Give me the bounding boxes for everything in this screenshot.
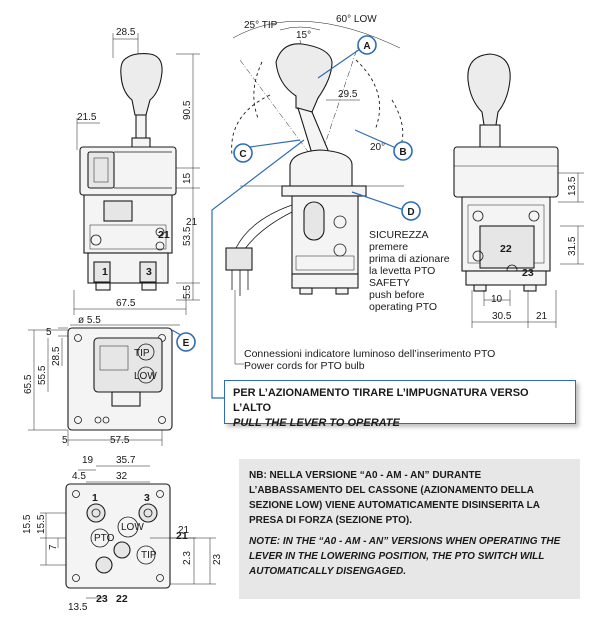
cords-en: Power cords for PTO bulb [244,360,365,372]
callout-c-text: C [239,149,246,160]
dim-29-5: 29.5 [338,89,358,100]
port-tip-label: TIP [141,550,157,561]
dim-67-5: 67.5 [116,298,136,309]
side-view: 25° TIP 15° 60° LOW 29.5 20° [211,14,495,399]
pull-note-en: PULL THE LEVER TO OPERATE [233,417,400,429]
dim-28-5-plate: 28.5 [51,346,62,366]
dim-65-5: 65.5 [23,374,34,394]
dim-35-7: 35.7 [116,455,136,466]
port-3-label: 3 [146,266,152,278]
port-21-bottom-label: 21 [176,530,188,542]
nb-note: NB: NELLA VERSIONE “A0 - AM - AN” DURANT… [239,459,580,599]
dim-32: 32 [116,471,128,482]
bottom-view: LOW PTO TIP 1 3 21 23 22 19 35.7 4.5 32 … [22,455,223,613]
dim-30-5: 30.5 [492,311,512,322]
front-view: 28.5 21.5 1 3 21 [73,27,200,315]
callout-a-text: A [363,41,370,52]
dim-21-valve: 21 [178,525,190,536]
safety-it-3: prima di azionare [369,253,450,265]
angle-side: 20° [370,142,385,153]
port-22-bottom-label: 22 [116,593,128,605]
cords-it: Connessioni indicatore luminoso dell’ins… [244,348,495,360]
dim-5-5-side: 5.5 [182,285,193,299]
dim-5-bot: 5 [62,435,68,446]
dim-23-right: 23 [212,553,223,565]
nb-note-en: NOTE: IN THE “A0 - AM - AN” VERSIONS WHE… [249,536,561,577]
port-23-rear-label: 23 [522,267,534,279]
dim-dia-5-5: ø 5.5 [78,315,101,326]
port-1-label: 1 [102,266,108,278]
dim-13-5-bot: 13.5 [68,602,88,613]
dim-90-5: 90.5 [182,100,193,120]
port-pto-label: PTO [94,533,115,544]
callout-b [393,141,413,161]
safety-it-4: la levetta PTO [369,265,435,277]
pull-lever-note: PER L’AZIONAMENTO TIRARE L’IMPUGNATURA V… [224,380,576,429]
dim-21-5: 21.5 [77,112,97,123]
port-3-bottom-label: 3 [144,492,150,504]
dim-13-5: 13.5 [567,176,578,196]
callout-b-text: B [399,147,406,158]
dim-31-5: 31.5 [567,236,578,256]
safety-en-2: push before [369,289,425,301]
dim-53-5: 53.5 [182,226,193,246]
dim-21-side: 21 [186,217,198,228]
callout-a [357,35,377,55]
dim-21-bot: 21 [536,311,548,322]
dim-7: 7 [48,544,59,550]
dim-2-3: 2.3 [182,551,193,565]
safety-en-3: operating PTO [369,301,437,313]
nb-note-it: NB: NELLA VERSIONE “A0 - AM - AN” DURANT… [249,470,540,526]
dim-57-5: 57.5 [110,435,130,446]
plate-low-label: LOW [134,371,157,382]
callout-e-text: E [183,338,190,349]
callout-e [176,332,196,352]
callout-d-text: D [407,207,414,218]
plate-tip-label: TIP [134,348,150,359]
dim-15-5-a: 15.5 [22,514,33,534]
safety-it-2: premere [369,241,408,253]
dim-10: 10 [491,294,503,305]
dim-28-5-top: 28.5 [116,27,136,38]
port-21-front-label: 21 [158,229,170,241]
angle-low: 60° LOW [336,14,377,25]
port-1-bottom-label: 1 [92,492,98,504]
plate-view: TIP LOW 5 ø 5.5 28.5 55.5 65.5 5 57.5 E [23,315,196,446]
dim-19: 19 [82,455,94,466]
safety-en-1: SAFETY [369,277,410,289]
dim-15-5-b: 15.5 [36,514,47,534]
dim-4-5: 4.5 [72,471,86,482]
pull-note-it: PER L’AZIONAMENTO TIRARE L’IMPUGNATURA V… [233,387,529,414]
dim-15-mid: 15 [182,172,193,184]
dim-55-5: 55.5 [37,365,48,385]
callout-d [401,201,421,221]
port-23-bottom-label: 23 [96,593,108,605]
rear-view: 22 23 13.5 31.5 10 30.5 21 [453,53,584,328]
angle-tip: 25° TIP [244,20,278,31]
dim-5-top: 5 [46,327,52,338]
angle-center: 15° [296,30,311,41]
safety-it-1: SICUREZZA [369,229,429,241]
port-22-rear-label: 22 [500,243,512,255]
port-low-label: LOW [121,522,144,533]
callout-c [233,143,253,163]
